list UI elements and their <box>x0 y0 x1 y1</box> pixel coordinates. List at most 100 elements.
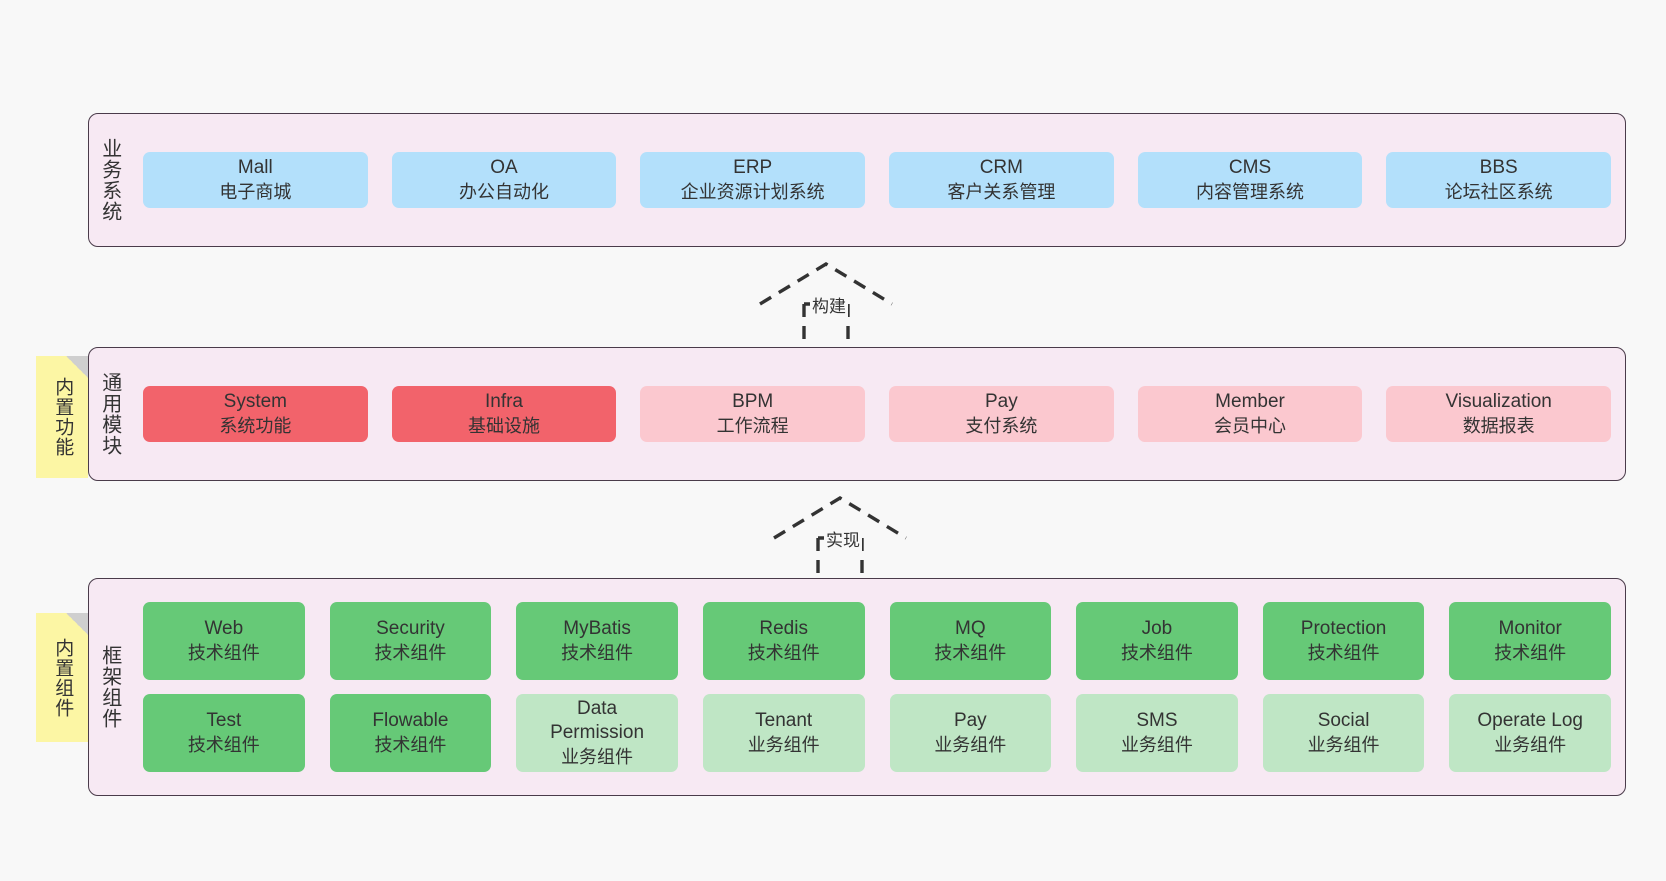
box-erp-desc: 企业资源计划系统 <box>680 181 825 202</box>
box-redis-name: Redis <box>759 618 808 640</box>
box-monitor-name: Monitor <box>1498 618 1562 640</box>
box-cms-name: CMS <box>1228 157 1272 179</box>
box-redis[interactable]: Redis 技术组件 <box>702 602 865 680</box>
connector-implement-label: 实现 <box>824 526 862 551</box>
layer-title-common-modules: 通用模块 <box>98 372 121 456</box>
box-web-desc: 技术组件 <box>187 642 260 663</box>
box-mybatis-desc: 技术组件 <box>561 642 634 663</box>
box-cms-desc: 内容管理系统 <box>1196 181 1305 202</box>
note-fold-icon <box>66 356 88 378</box>
box-monitor[interactable]: Monitor 技术组件 <box>1449 602 1611 680</box>
box-member-name: Member <box>1215 391 1285 413</box>
box-operate-log-desc: 业务组件 <box>1494 734 1567 755</box>
box-system-name: System <box>223 391 288 413</box>
implement-arrowhead <box>773 496 907 540</box>
box-pay-component-desc: 业务组件 <box>934 734 1007 755</box>
box-sms[interactable]: SMS 业务组件 <box>1076 694 1238 772</box>
connector-build: 构建 <box>754 258 914 344</box>
box-social[interactable]: Social 业务组件 <box>1262 694 1425 772</box>
box-crm-desc: 客户关系管理 <box>947 181 1056 202</box>
box-protection-name: Protection <box>1300 618 1387 640</box>
layer-body-business-system: Mall 电子商城 OA 办公自动化 ERP 企业资源计划系统 CRM 客户关系… <box>129 114 1625 246</box>
connector-implement: 实现 <box>768 492 928 578</box>
box-tenant-name: Tenant <box>755 710 813 732</box>
box-protection-desc: 技术组件 <box>1307 642 1380 663</box>
box-redis-desc: 技术组件 <box>747 642 820 663</box>
layer-framework-components: 框架组件 Web 技术组件 Security 技术组件 MyBatis 技术组件… <box>88 578 1626 796</box>
box-flowable[interactable]: Flowable 技术组件 <box>329 694 492 772</box>
box-test[interactable]: Test 技术组件 <box>143 694 305 772</box>
box-mq-name: MQ <box>955 618 986 640</box>
framework-row-biz: Test 技术组件 Flowable 技术组件 Data Permission … <box>143 694 1611 772</box>
box-visualization-desc: 数据报表 <box>1462 415 1535 436</box>
box-protection[interactable]: Protection 技术组件 <box>1262 602 1425 680</box>
layer-title-business-system: 业务系统 <box>98 138 121 222</box>
box-tenant[interactable]: Tenant 业务组件 <box>702 694 865 772</box>
box-pay-module[interactable]: Pay 支付系统 <box>889 386 1114 442</box>
box-mq[interactable]: MQ 技术组件 <box>889 602 1052 680</box>
box-erp-name: ERP <box>733 157 773 179</box>
box-member[interactable]: Member 会员中心 <box>1137 386 1363 442</box>
note-builtin-function-text: 内置功能 <box>52 377 74 457</box>
box-bpm[interactable]: BPM 工作流程 <box>640 386 866 442</box>
box-social-name: Social <box>1317 710 1370 732</box>
box-sms-name: SMS <box>1136 710 1178 732</box>
box-job-name: Job <box>1141 618 1173 640</box>
box-pay-component[interactable]: Pay 业务组件 <box>889 694 1052 772</box>
business-row: Mall 电子商城 OA 办公自动化 ERP 企业资源计划系统 CRM 客户关系… <box>143 152 1612 208</box>
box-oa[interactable]: OA 办公自动化 <box>391 152 617 208</box>
box-crm-name: CRM <box>979 157 1023 179</box>
box-pay-module-name: Pay <box>984 391 1018 413</box>
layer-body-framework-components: Web 技术组件 Security 技术组件 MyBatis 技术组件 Redi… <box>129 579 1625 795</box>
box-web-name: Web <box>204 618 244 640</box>
box-web[interactable]: Web 技术组件 <box>143 602 305 680</box>
box-mall-name: Mall <box>237 157 273 179</box>
box-cms[interactable]: CMS 内容管理系统 <box>1137 152 1363 208</box>
box-bpm-desc: 工作流程 <box>716 415 789 436</box>
box-sms-desc: 业务组件 <box>1120 734 1193 755</box>
box-bpm-name: BPM <box>732 391 774 413</box>
box-oa-name: OA <box>490 157 518 179</box>
box-visualization-name: Visualization <box>1445 391 1552 413</box>
box-security-name: Security <box>376 618 445 640</box>
note-builtin-function: 内置功能 <box>36 356 88 478</box>
connector-build-label: 构建 <box>810 292 848 317</box>
note-builtin-component: 内置组件 <box>36 613 88 742</box>
box-system[interactable]: System 系统功能 <box>143 386 368 442</box>
box-monitor-desc: 技术组件 <box>1494 642 1567 663</box>
box-bbs-desc: 论坛社区系统 <box>1444 181 1553 202</box>
layer-title-framework-components: 框架组件 <box>98 645 121 729</box>
box-data-permission-desc: 业务组件 <box>561 746 634 767</box>
box-infra-desc: 基础设施 <box>468 415 540 436</box>
box-job[interactable]: Job 技术组件 <box>1076 602 1238 680</box>
box-erp[interactable]: ERP 企业资源计划系统 <box>640 152 866 208</box>
box-tenant-desc: 业务组件 <box>747 734 820 755</box>
box-test-name: Test <box>206 710 242 732</box>
box-member-desc: 会员中心 <box>1214 415 1287 436</box>
box-visualization[interactable]: Visualization 数据报表 <box>1386 386 1612 442</box>
box-mybatis-name: MyBatis <box>563 618 631 640</box>
box-bbs-name: BBS <box>1479 157 1518 179</box>
box-bbs[interactable]: BBS 论坛社区系统 <box>1386 152 1612 208</box>
layer-common-modules: 通用模块 System 系统功能 Infra 基础设施 BPM 工作流程 Pay… <box>88 347 1626 481</box>
box-operate-log-name: Operate Log <box>1477 710 1583 732</box>
box-social-desc: 业务组件 <box>1307 734 1380 755</box>
layer-body-common-modules: System 系统功能 Infra 基础设施 BPM 工作流程 Pay 支付系统… <box>129 348 1625 480</box>
box-infra[interactable]: Infra 基础设施 <box>391 386 617 442</box>
box-flowable-desc: 技术组件 <box>374 734 447 755</box>
layer-business-system: 业务系统 Mall 电子商城 OA 办公自动化 ERP 企业资源计划系统 CRM… <box>88 113 1626 247</box>
box-data-permission-name: Data Permission <box>550 698 645 744</box>
box-mall[interactable]: Mall 电子商城 <box>143 152 368 208</box>
box-mybatis[interactable]: MyBatis 技术组件 <box>516 602 678 680</box>
box-oa-desc: 办公自动化 <box>459 181 549 202</box>
box-crm[interactable]: CRM 客户关系管理 <box>889 152 1114 208</box>
box-mall-desc: 电子商城 <box>219 181 292 202</box>
box-flowable-name: Flowable <box>372 710 449 732</box>
box-security[interactable]: Security 技术组件 <box>329 602 492 680</box>
box-pay-module-desc: 支付系统 <box>965 415 1038 436</box>
box-system-desc: 系统功能 <box>219 415 292 436</box>
box-security-desc: 技术组件 <box>374 642 447 663</box>
box-operate-log[interactable]: Operate Log 业务组件 <box>1449 694 1611 772</box>
modules-row: System 系统功能 Infra 基础设施 BPM 工作流程 Pay 支付系统… <box>143 386 1612 442</box>
box-data-permission[interactable]: Data Permission 业务组件 <box>516 694 678 772</box>
